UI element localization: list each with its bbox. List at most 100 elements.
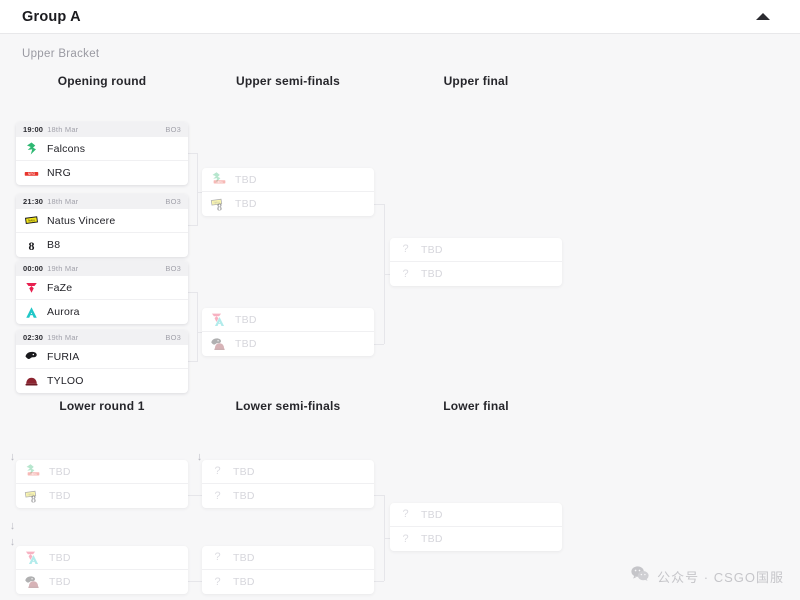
match-upper-final[interactable]: ?TBD?TBD — [390, 238, 562, 286]
team-row[interactable]: TBD — [202, 308, 374, 332]
team-row[interactable]: FURIA — [16, 345, 188, 369]
team-name: TBD — [49, 465, 71, 478]
connector-h — [384, 538, 390, 539]
team-logo-b8: 8 — [24, 238, 39, 253]
team-name: TBD — [235, 198, 257, 210]
team-row[interactable]: TBD — [16, 570, 188, 594]
team-row[interactable]: FaZe — [16, 276, 188, 300]
connector-h — [188, 361, 198, 362]
connector-h — [188, 225, 198, 226]
drop-down-arrow-icon: ↓ — [9, 520, 16, 532]
team-row[interactable]: TBD — [202, 332, 374, 356]
team-logo-tyloo — [24, 374, 39, 389]
team-row[interactable]: Falcons — [16, 137, 188, 161]
team-name: TBD — [421, 508, 443, 521]
connector-v — [197, 153, 198, 225]
match-time: 00:00 — [23, 264, 44, 273]
round-title-upper-semis: Upper semi-finals — [235, 74, 341, 88]
unknown-team-icon: ? — [214, 489, 221, 502]
team-logo-candidates — [24, 574, 41, 591]
svg-text:NRG: NRG — [216, 180, 223, 184]
team-row[interactable]: ?TBD — [202, 460, 374, 484]
team-name: TBD — [235, 173, 257, 186]
match-format: BO3 — [165, 197, 181, 206]
svg-text:8: 8 — [217, 202, 222, 213]
connector-h — [374, 495, 384, 496]
connector-h — [374, 344, 384, 345]
team-row[interactable]: ? TBD — [390, 527, 562, 551]
team-row[interactable]: NAVI Natus Vincere — [16, 209, 188, 233]
team-name: TBD — [421, 533, 443, 545]
match-lower-semifinal-1[interactable]: ?TBD?TBD — [202, 460, 374, 508]
match-lower-final[interactable]: ?TBD?TBD — [390, 503, 562, 551]
drop-down-arrow-icon: ↓ — [196, 451, 203, 463]
upper-bracket-label: Upper Bracket — [22, 48, 100, 60]
team-row[interactable]: Aurora — [16, 300, 188, 324]
match-lower-round1-2[interactable]: TBD TBD — [16, 546, 188, 594]
unknown-team-icon: ? — [402, 532, 409, 545]
team-row[interactable]: ?TBD — [390, 503, 562, 527]
team-logo-candidates: NRG — [24, 463, 41, 480]
wechat-icon — [631, 566, 649, 586]
team-row[interactable]: NRG NRG — [16, 161, 188, 185]
team-row[interactable]: TYLOO — [16, 369, 188, 393]
group-header[interactable]: Group A — [0, 0, 800, 34]
page-title: Group A — [22, 8, 81, 25]
match-date: 19th Mar — [47, 264, 79, 273]
match-time: 21:30 — [23, 197, 44, 206]
team-logo-navi: NAVI — [24, 213, 39, 228]
connector-v — [197, 292, 198, 361]
connector-h — [188, 153, 198, 154]
round-title-lower-final: Lower final — [443, 399, 509, 413]
drop-down-arrow-icon: ↓ — [9, 536, 16, 548]
connector-h — [384, 274, 390, 275]
team-row[interactable]: TBD — [16, 546, 188, 570]
team-name: Falcons — [47, 142, 86, 155]
connector-h — [197, 332, 203, 333]
drop-down-arrow-icon: ↓ — [9, 451, 16, 463]
svg-text:8: 8 — [29, 239, 35, 253]
chevron-up-icon[interactable] — [756, 13, 770, 20]
match-lower-semifinal-2[interactable]: ?TBD?TBD — [202, 546, 374, 594]
match-format: BO3 — [165, 333, 181, 342]
team-row[interactable]: ?TBD — [202, 546, 374, 570]
team-row[interactable]: ?TBD — [202, 484, 374, 508]
team-row[interactable]: ?TBD — [202, 570, 374, 594]
match-upper-semifinal-2[interactable]: TBD TBD — [202, 308, 374, 356]
unknown-team-icon: ? — [214, 575, 221, 588]
svg-text:NRG: NRG — [30, 472, 37, 476]
match-date: 18th Mar — [47, 197, 79, 206]
team-name: Natus Vincere — [47, 214, 116, 227]
team-logo-falcons — [24, 141, 39, 156]
team-logo-nrg: NRG — [24, 166, 39, 181]
round-title-upper-final: Upper final — [443, 74, 509, 88]
team-name: TBD — [421, 268, 443, 280]
team-row[interactable]: NRG TBD — [16, 460, 188, 484]
team-row[interactable]: ?TBD — [390, 262, 562, 286]
team-row[interactable]: ?TBD — [390, 238, 562, 262]
team-name: NRG — [47, 167, 71, 179]
team-logo-furia — [24, 349, 39, 364]
bracket-board: Upper Bracket Opening round Upper semi-f… — [0, 34, 800, 600]
team-name: TBD — [235, 338, 257, 350]
team-logo-candidates: NRG — [210, 171, 227, 188]
connector-h — [188, 495, 202, 496]
team-name: TBD — [235, 313, 257, 326]
match-time: 02:30 — [23, 333, 44, 342]
match-format: BO3 — [165, 264, 181, 273]
team-row[interactable]: NRG TBD — [202, 168, 374, 192]
team-name: TBD — [233, 465, 255, 478]
team-name: TBD — [49, 576, 71, 588]
